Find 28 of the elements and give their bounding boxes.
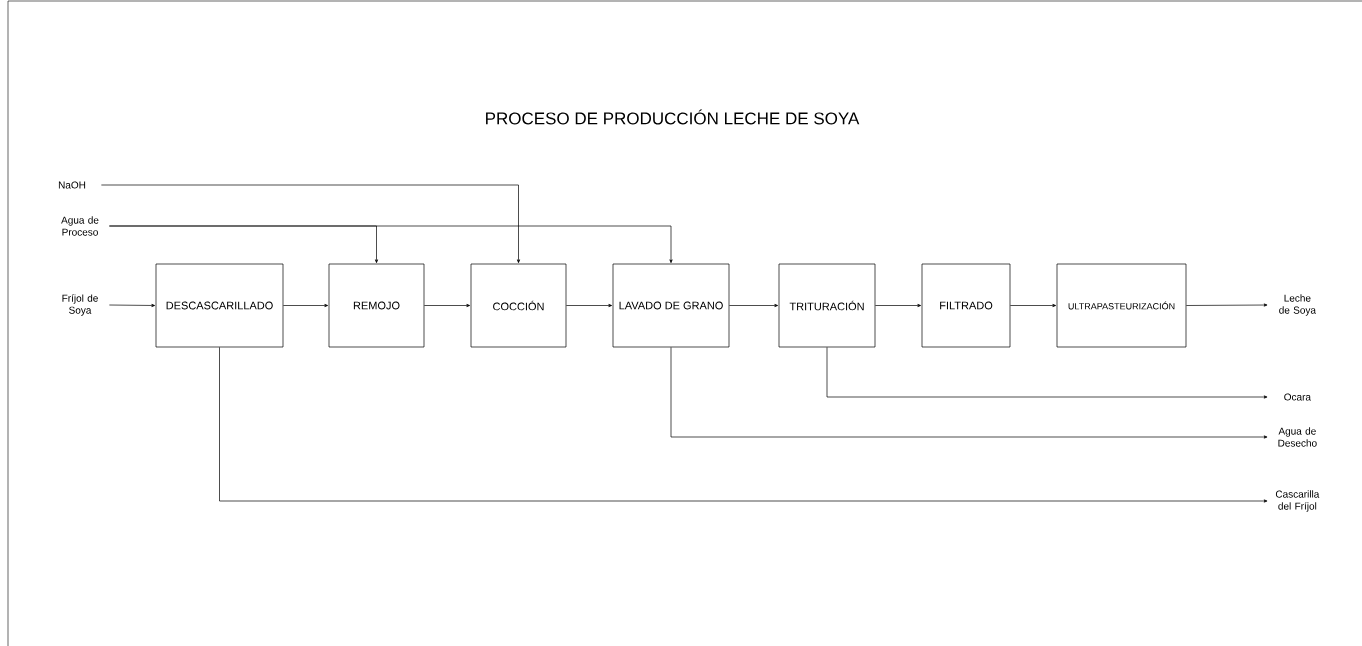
stream-label: Agua de Proceso bbox=[61, 216, 99, 236]
stream-label: Cascarilla del Fríjol bbox=[1275, 490, 1320, 512]
process-box: COCCIÓN bbox=[470, 263, 567, 348]
arrow bbox=[109, 303, 156, 307]
stream-label: Ocara bbox=[1284, 393, 1311, 401]
stream-label: Leche de Soya bbox=[1279, 294, 1316, 316]
process-box: ULTRAPASTEURIZACIÓN bbox=[1056, 263, 1187, 348]
arrow bbox=[424, 303, 471, 308]
process-box: FILTRADO bbox=[921, 263, 1011, 348]
arrow bbox=[875, 303, 922, 308]
process-box: DESCASCARILLADO bbox=[155, 263, 284, 348]
stream-label: Fríjol de Soya bbox=[62, 294, 98, 316]
arrow bbox=[1186, 303, 1268, 307]
arrow bbox=[101, 184, 521, 264]
arrow bbox=[729, 303, 779, 308]
arrow bbox=[670, 347, 1268, 439]
stream-label: Agua de Desecho bbox=[1278, 427, 1317, 447]
arrow bbox=[109, 225, 673, 264]
arrow bbox=[1010, 303, 1057, 308]
arrow bbox=[283, 303, 329, 308]
arrow bbox=[219, 347, 1268, 503]
process-box: LAVADO DE GRANO bbox=[612, 263, 730, 348]
process-box: TRITURACIÓN bbox=[778, 263, 876, 348]
stream-label: NaOH bbox=[58, 181, 86, 189]
arrow bbox=[826, 347, 1268, 399]
title: PROCESO DE PRODUCCIÓN LECHE DE SOYA bbox=[486, 109, 860, 125]
arrow bbox=[566, 303, 613, 308]
process-box: REMOJO bbox=[328, 263, 425, 348]
